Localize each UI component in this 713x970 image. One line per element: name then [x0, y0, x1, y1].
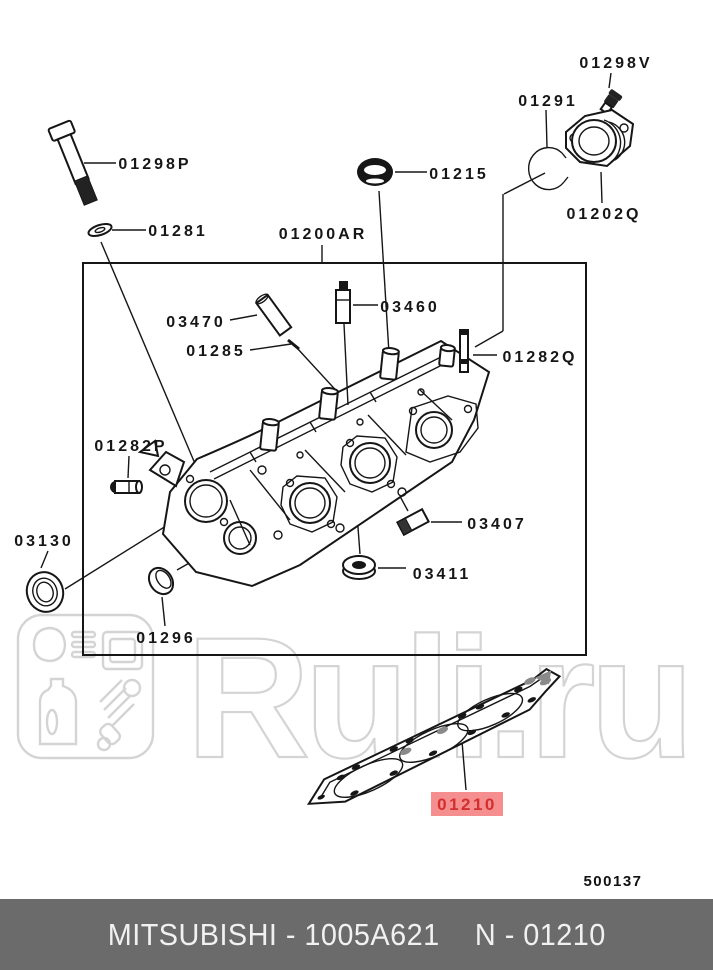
part-label-01285: 01285	[186, 343, 246, 360]
part-icon-01296-seal	[147, 566, 175, 596]
drawing-sheet-number: 500137	[583, 873, 642, 890]
part-icon-01291-snap-ring	[527, 146, 569, 191]
leader-line	[249, 343, 292, 351]
headlight-icon	[32, 626, 97, 663]
exhaust-port	[405, 395, 479, 463]
part-label-01282P: 01282P	[94, 438, 167, 455]
part-icon-01215-valve-stem-seal	[357, 158, 393, 186]
part-label-01298V: 01298V	[579, 55, 652, 72]
leader-line	[40, 550, 49, 569]
grille-icon	[101, 630, 144, 671]
part-label-01296: 01296	[136, 630, 196, 647]
part-icon-01298P-bolt	[47, 119, 98, 206]
highlight-badge-text[interactable]: 01210	[437, 795, 497, 814]
valve-guide-boss	[259, 344, 456, 452]
gasket-bolt-holes	[317, 686, 536, 800]
footer-brand-partnumber: MITSUBISHI - 1005A621	[107, 916, 440, 952]
part-label-01281: 01281	[148, 223, 208, 240]
part-icon-01282Q-stud	[459, 329, 469, 373]
part-label-03460: 03460	[380, 299, 440, 316]
watermark-logo-frame	[16, 613, 155, 760]
leader-line	[474, 330, 504, 348]
part-label-03407: 03407	[467, 516, 527, 533]
part-icon-01210-head-gasket	[306, 667, 562, 805]
part-label-01202Q: 01202Q	[567, 206, 642, 223]
part-icon-03130-oil-seal	[25, 571, 65, 613]
highlight-badge[interactable]	[431, 792, 503, 816]
part-icon-01202Q-flange	[565, 108, 635, 168]
part-label-01215: 01215	[429, 166, 489, 183]
cylinder-head-drawing	[137, 323, 491, 588]
part-icon-03470-valve-guide	[254, 293, 293, 337]
leader-line	[503, 172, 546, 195]
leader-line	[161, 596, 166, 627]
part-label-03411: 03411	[413, 566, 472, 583]
part-label-01282Q: 01282Q	[503, 349, 578, 366]
assembly-box	[82, 262, 587, 656]
oil-canister-icon	[38, 677, 78, 746]
part-labels: 01298P 01281 01215 01291 01298V 01202Q 0…	[14, 55, 652, 647]
exhaust-port	[340, 435, 398, 493]
part-icon-03411-washer	[342, 555, 376, 580]
part-icon-01285-pin	[287, 338, 300, 351]
part-icon-01281-washer	[87, 222, 113, 238]
leader-line	[600, 171, 603, 204]
part-icon-03407-plug	[396, 507, 430, 537]
part-icon-01282P-stud	[110, 480, 143, 494]
part-label-01291: 01291	[518, 93, 578, 110]
part-label-01200AR: 01200AR	[279, 226, 368, 243]
part-icon-03460-valve-guide	[335, 281, 351, 324]
footer-ref-number: N - 01210	[474, 916, 606, 952]
exhaust-port	[280, 475, 338, 533]
shock-absorber-icon	[96, 678, 142, 752]
parts-diagram[interactable]: Ruli.ru	[0, 0, 713, 899]
footer-text: MITSUBISHI - 1005A621 N - 01210	[108, 917, 606, 953]
highlighted-part-label[interactable]: 01210	[431, 792, 503, 816]
watermark-text: Ruli.ru	[186, 602, 689, 794]
part-label-03130: 03130	[14, 533, 74, 550]
gasket-shading	[400, 670, 552, 755]
leader-line	[545, 109, 548, 148]
leader-line	[100, 241, 197, 467]
watermark: Ruli.ru	[16, 601, 696, 795]
leader-line	[127, 455, 130, 479]
part-label-03470: 03470	[166, 314, 226, 331]
leader-line	[229, 314, 258, 321]
footer-bar: MITSUBISHI - 1005A621 N - 01210	[0, 899, 713, 970]
part-label-01298P: 01298P	[118, 156, 191, 173]
leader-line	[608, 72, 612, 89]
